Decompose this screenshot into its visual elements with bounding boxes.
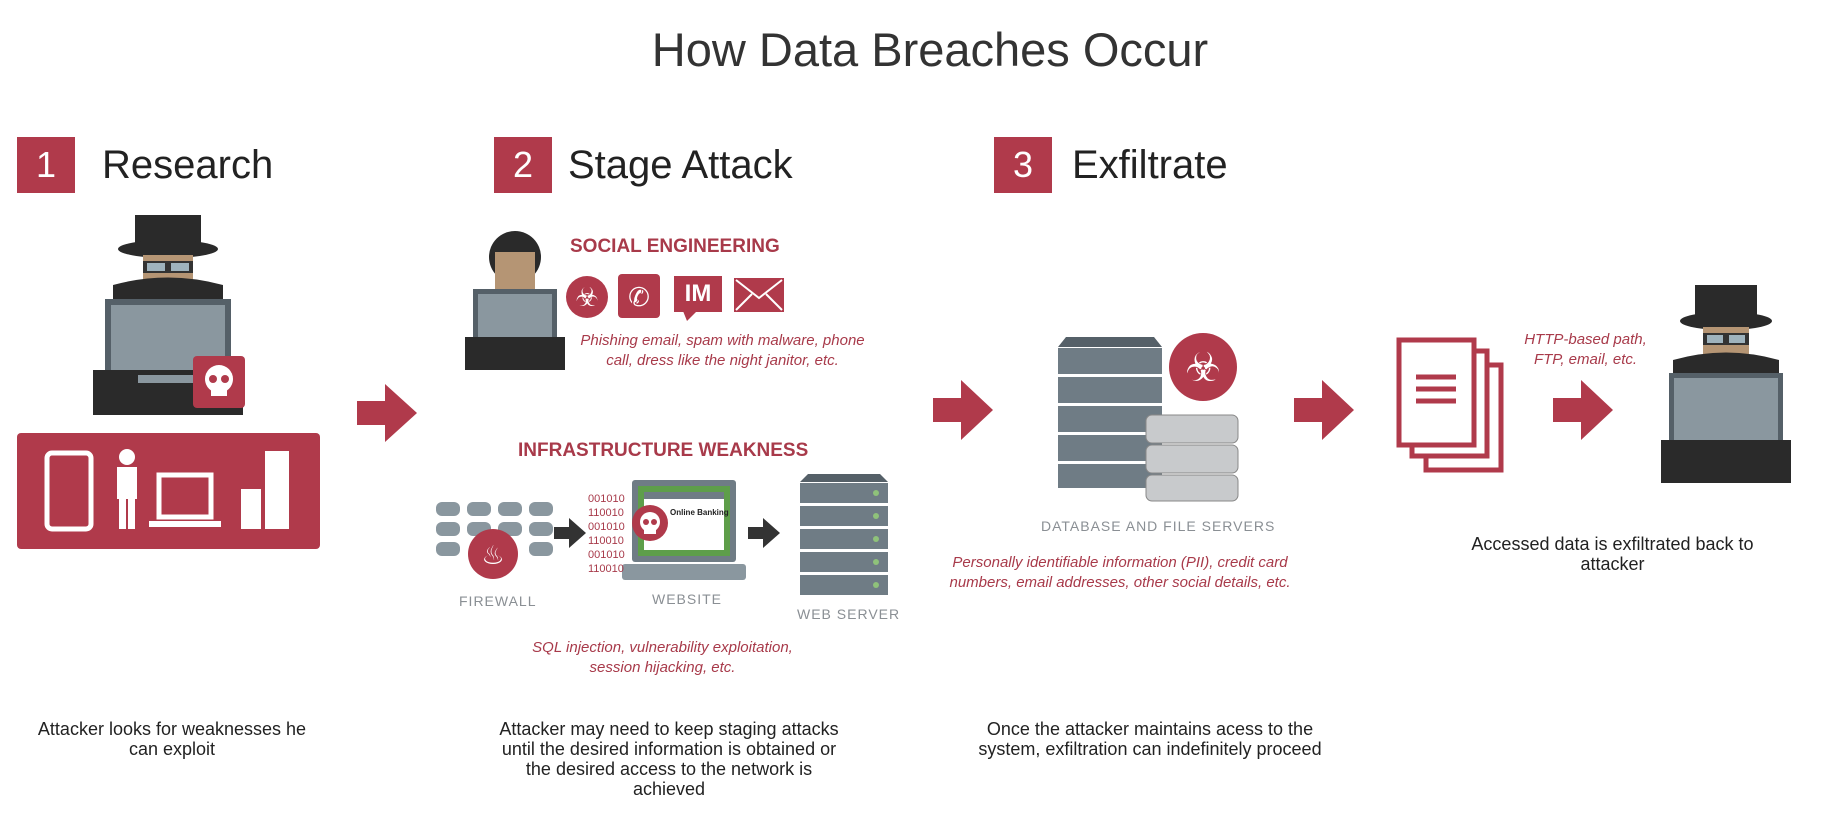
tablet-icon [44, 450, 94, 532]
arrow-right-icon [1294, 380, 1354, 440]
documents-icon [1396, 337, 1504, 473]
step-3-title: Exfiltrate [1072, 143, 1228, 187]
arrow-right-icon [554, 518, 586, 548]
database-servers-icon: ☣ [1058, 333, 1239, 502]
laptop-icon [149, 472, 221, 527]
person-icon [117, 449, 137, 529]
browser-text: Online Banking [670, 508, 729, 517]
im-icon: IM [674, 276, 722, 312]
web-server-icon [800, 474, 888, 595]
step-1-description: Attacker looks for weaknesses he can exp… [37, 719, 307, 759]
step-2-badge: 2 [494, 137, 552, 193]
step-1-title: Research [102, 143, 274, 187]
step-3-description: Once the attacker maintains acess to the… [978, 719, 1322, 759]
devices-panel [17, 433, 320, 549]
database-label: DATABASE AND FILE SERVERS [1041, 518, 1276, 534]
laptop-icon [622, 480, 746, 580]
skull-icon [193, 356, 245, 408]
biohazard-icon: ☣ [566, 276, 608, 318]
phone-icon: ✆ [618, 274, 660, 318]
firewall-icon: ♨ [436, 502, 553, 579]
database-caption: Personally identifiable information (PII… [949, 554, 1291, 591]
social-engineering-heading: SOCIAL ENGINEERING [570, 236, 780, 257]
arrow-right-icon [1553, 380, 1613, 440]
step-2-title: Stage Attack [568, 143, 793, 187]
infrastructure-caption: SQL injection, vulnerability exploitatio… [532, 639, 793, 676]
biohazard-icon: ☣ [1185, 346, 1221, 390]
website-label: WEBSITE [652, 591, 723, 607]
firewall-label: FIREWALL [459, 593, 537, 609]
social-engineer-icon [465, 231, 565, 370]
email-icon [734, 278, 784, 312]
page-title: How Data Breaches Occur [651, 23, 1209, 76]
social-engineering-caption: Phishing email, spam with malware, phone… [580, 332, 865, 369]
arrow-right-icon [933, 380, 993, 440]
webserver-label: WEB SERVER [797, 606, 901, 622]
building-icon [241, 451, 289, 529]
arrow-right-icon [748, 518, 780, 548]
hacker-icon [1661, 285, 1791, 483]
arrow-right-icon [357, 384, 417, 442]
exfiltrate-result: Accessed data is exfiltrated back to att… [1471, 534, 1754, 574]
svg-text:☣: ☣ [575, 282, 598, 312]
svg-text:✆: ✆ [628, 282, 650, 312]
step-3-badge: 3 [994, 137, 1052, 193]
infrastructure-heading: INFRASTRUCTURE WEAKNESS [518, 440, 809, 461]
skull-icon [632, 505, 668, 541]
fire-icon: ♨ [481, 540, 504, 570]
path-caption: HTTP-based path, FTP, email, etc. [1524, 331, 1647, 368]
step-2-description: Attacker may need to keep staging attack… [499, 719, 839, 799]
step-1-badge: 1 [17, 137, 75, 193]
